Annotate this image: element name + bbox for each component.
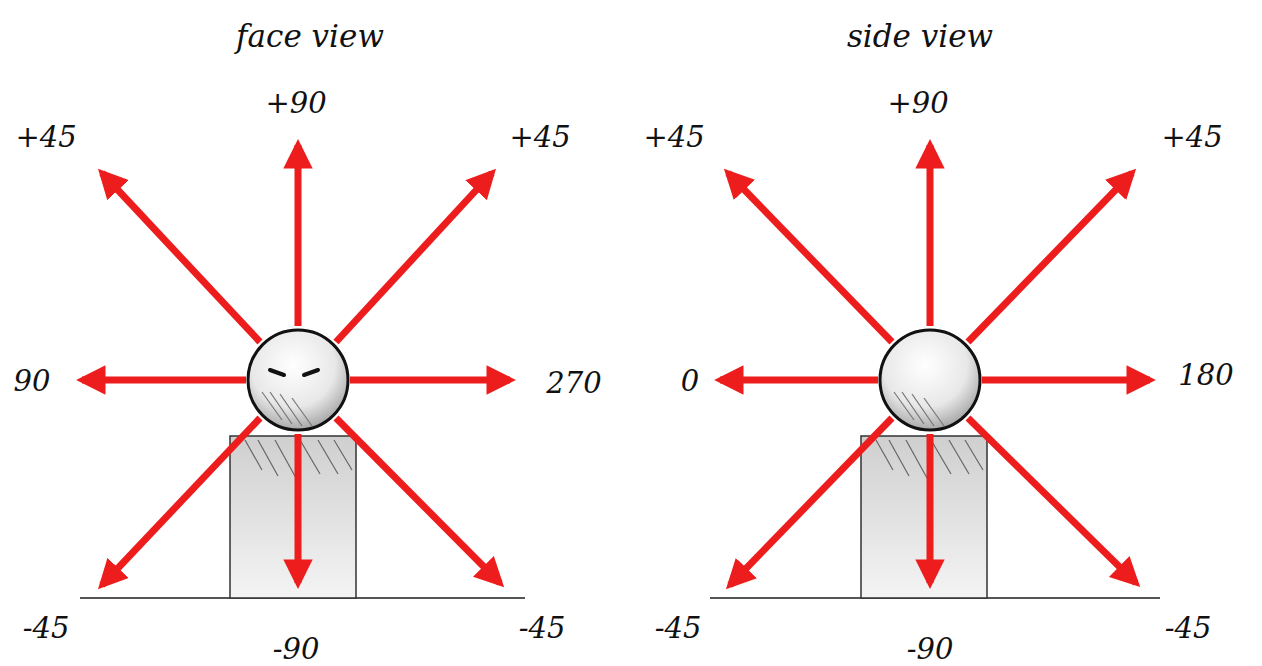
angle-label: -45 [519,614,566,643]
angle-label: -45 [23,614,70,643]
angle-label: -45 [1165,614,1212,643]
angle-label: 270 [546,369,601,398]
angle-label: -45 [655,614,702,643]
face-view-figure [80,145,525,598]
angle-label: -90 [907,635,954,664]
angle-label: 90 [14,367,51,396]
angle-label: -90 [273,635,320,664]
angle-label: +90 [887,89,948,118]
angle-label: +45 [643,123,704,152]
view-title: face view [236,21,384,52]
angle-label: 180 [1178,361,1233,390]
angle-label: 0 [681,367,699,396]
angle-label: +45 [15,123,76,152]
angle-label: +45 [509,123,570,152]
angle-label: +45 [1161,123,1222,152]
view-title: side view [847,21,993,52]
side-view-figure [710,145,1160,598]
angle-label: +90 [265,89,326,118]
